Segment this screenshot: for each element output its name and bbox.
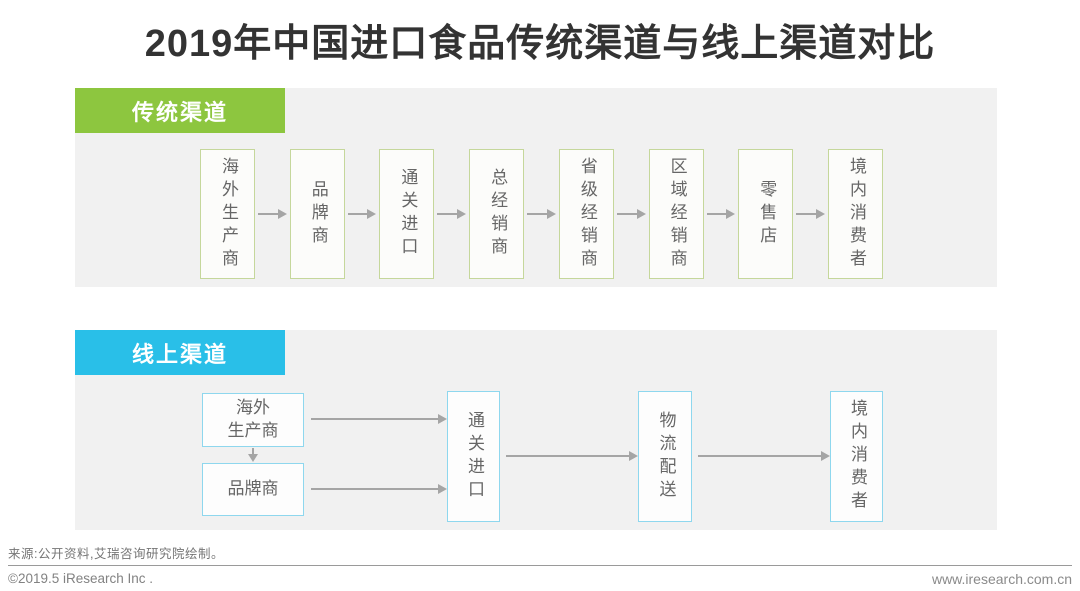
arrow-right-icon — [616, 208, 646, 220]
traditional-channel-panel: 传统渠道 海外生产商 品牌商 通关进口 总经销商 省级经销商 区域经销商 零售店… — [75, 88, 997, 287]
arrow-right-icon — [527, 208, 556, 220]
node-label: 区域经销商 — [667, 156, 687, 272]
online-channel-panel: 线上渠道 海外 生产商 品牌商 通关进口 物流配送 境内消费者 — [75, 330, 997, 530]
arrow-right-icon — [311, 483, 447, 495]
footer-divider — [8, 565, 1072, 566]
arrow-right-icon — [347, 208, 377, 220]
node-label: 品牌商 — [227, 479, 279, 499]
copyright-text: ©2019.5 iResearch Inc . — [8, 571, 154, 586]
node-provincial-distributor: 省级经销商 — [558, 149, 614, 279]
traditional-channel-label: 传统渠道 — [75, 88, 285, 133]
node-retail-store: 零售店 — [738, 149, 794, 279]
node-label: 境内消费者 — [847, 156, 866, 272]
node-general-distributor: 总经销商 — [469, 149, 525, 279]
node-customs-import: 通关进口 — [447, 391, 500, 522]
node-label: 省级经销商 — [577, 156, 597, 272]
node-label: 总经销商 — [488, 168, 508, 260]
node-label: 通关进口 — [398, 168, 418, 260]
node-overseas-producer: 海外 生产商 — [202, 393, 304, 447]
source-note: 来源:公开资料,艾瑞咨询研究院绘制。 — [8, 547, 224, 561]
node-label: 海外生产商 — [218, 156, 238, 272]
node-customs-import: 通关进口 — [379, 149, 435, 279]
node-brand: 品牌商 — [289, 149, 345, 279]
online-channel-label: 线上渠道 — [75, 330, 285, 375]
node-label: 零售店 — [757, 179, 777, 249]
node-label: 物流配送 — [656, 410, 676, 503]
arrow-right-icon — [706, 208, 736, 220]
node-label: 海外 生产商 — [227, 398, 279, 440]
node-label: 品牌商 — [308, 179, 328, 249]
page-title: 2019年中国进口食品传统渠道与线上渠道对比 — [144, 23, 936, 65]
node-domestic-consumer: 境内消费者 — [830, 391, 883, 522]
traditional-flow-row: 海外生产商 品牌商 通关进口 总经销商 省级经销商 区域经销商 零售店 境内消费… — [200, 149, 884, 279]
arrow-right-icon — [311, 413, 447, 425]
arrow-down-icon — [247, 448, 259, 462]
node-domestic-consumer: 境内消费者 — [828, 149, 884, 279]
node-logistics-delivery: 物流配送 — [638, 391, 692, 522]
arrow-right-icon — [258, 208, 287, 220]
node-brand: 品牌商 — [202, 463, 304, 516]
arrow-right-icon — [796, 208, 825, 220]
node-label: 境内消费者 — [847, 399, 867, 514]
website-url: www.iresearch.com.cn — [931, 571, 1072, 587]
arrow-right-icon — [437, 208, 466, 220]
arrow-right-icon — [698, 450, 830, 462]
node-regional-distributor: 区域经销商 — [648, 149, 704, 279]
node-label: 通关进口 — [464, 410, 484, 503]
node-overseas-producer: 海外生产商 — [200, 149, 255, 279]
arrow-right-icon — [506, 450, 638, 462]
